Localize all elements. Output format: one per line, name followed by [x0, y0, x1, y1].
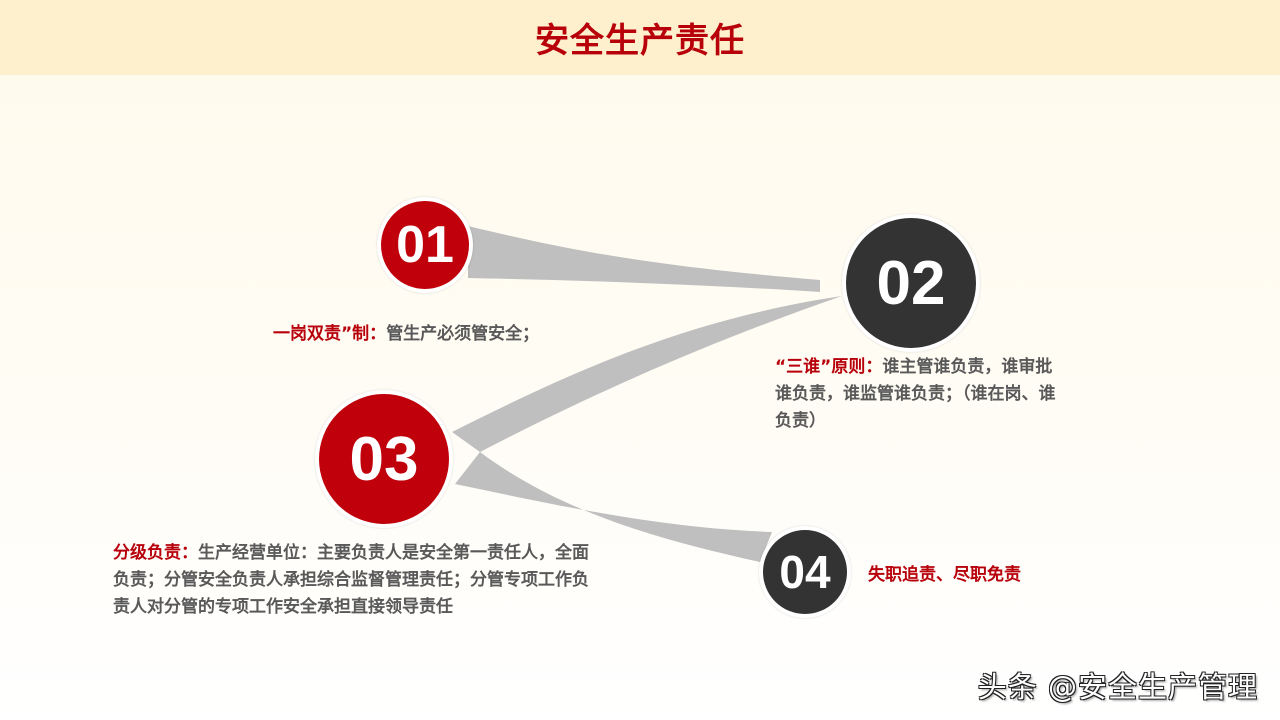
step-02-description: “三谁”原则：谁主管谁负责，谁审批谁负责，谁监管谁负责；（谁在岗、谁负责）: [775, 354, 1065, 435]
step-02-circle: 02: [842, 214, 980, 352]
connector-03-04: [455, 452, 772, 562]
page-title: 安全生产责任: [535, 20, 745, 61]
connector-03-02: [452, 296, 842, 452]
step-01-circle: 01: [377, 197, 473, 293]
title-band: 安全生产责任: [0, 0, 1280, 75]
connector-01-02: [468, 226, 820, 292]
step-02-number: 02: [876, 248, 946, 318]
step-03-description: 分级负责：生产经营单位：主要负责人是安全第一责任人，全面负责；分管安全负责人承担…: [113, 540, 593, 621]
step-04-description: 失职追责、尽职免责: [868, 562, 1021, 589]
step-02-text: 谁主管谁负责，谁审批谁负责，谁监管谁负责；（谁在岗、谁负责）: [775, 357, 1056, 431]
step-02-highlight: “三谁”原则：: [775, 357, 883, 377]
step-04-circle: 04: [759, 526, 851, 618]
step-01-description: 一岗双责”制：管生产必须管安全；: [273, 321, 539, 348]
step-03-highlight: 分级负责：: [113, 543, 198, 563]
step-03-circle: 03: [315, 390, 453, 528]
step-03-text: 生产经营单位：主要负责人是安全第一责任人，全面负责；分管安全负责人承担综合监督管…: [113, 543, 589, 617]
step-04-number: 04: [779, 546, 831, 598]
step-01-highlight: 一岗双责”制：: [273, 324, 387, 344]
step-01-number: 01: [396, 216, 454, 274]
step-01-text: 管生产必须管安全；: [386, 324, 540, 344]
step-03-number: 03: [349, 424, 419, 494]
step-04-highlight: 失职追责、尽职免责: [868, 565, 1021, 585]
watermark: 头条 @安全生产管理: [977, 670, 1258, 704]
